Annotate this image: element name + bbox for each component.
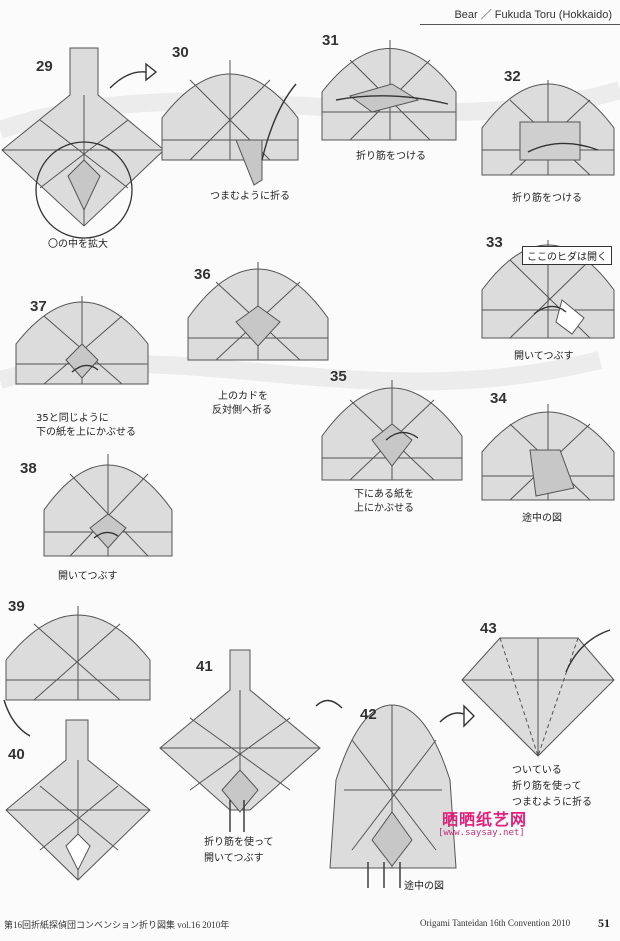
footer-right: Origami Tanteidan 16th Convention 2010 — [420, 918, 571, 928]
diagram-35 — [321, 380, 463, 481]
footer-left: 第16回折紙探偵団コンベンション折り図集 vol.16 2010年 — [4, 920, 230, 930]
step-41-caption-1: 折り筋を使って — [204, 837, 274, 848]
step-32-caption: 折り筋をつける — [512, 193, 582, 204]
step-43-caption-3: つまむように折る — [512, 797, 592, 808]
watermark-url: [www.saysay.net] — [438, 828, 525, 838]
watermark-title: 晒晒纸艺网 — [442, 810, 528, 829]
step-33-note: ここのヒダは開く — [522, 246, 612, 265]
page-number: 51 — [598, 916, 610, 930]
step-39-number: 39 — [8, 598, 25, 615]
step-35-caption-1: 下にある紙を — [354, 489, 414, 500]
step-43-caption-1: ついている — [512, 765, 562, 776]
diagram-39 — [5, 606, 151, 701]
step-38-number: 38 — [20, 460, 37, 477]
diagram-38 — [43, 454, 173, 557]
diagram-42 — [329, 704, 457, 869]
diagram-32 — [481, 80, 615, 176]
step-40-number: 40 — [8, 746, 25, 763]
step-31-number: 31 — [322, 32, 339, 49]
step-37-caption-2: 下の紙を上にかぶせる — [36, 427, 136, 438]
diagram-43 — [461, 637, 615, 757]
step-29-number: 29 — [36, 58, 53, 75]
step-34-caption: 途中の図 — [522, 513, 562, 524]
diagram-41 — [159, 649, 321, 813]
step-43-number: 43 — [480, 620, 497, 637]
step-31-caption: 折り筋をつける — [356, 151, 426, 162]
step-38-caption: 開いてつぶす — [58, 571, 118, 582]
step-34-number: 34 — [490, 390, 507, 407]
diagram-30 — [161, 60, 299, 186]
diagram-29 — [1, 47, 165, 239]
step-36-number: 36 — [194, 266, 211, 283]
step-35-caption-2: 上にかぶせる — [354, 503, 414, 514]
step-41-number: 41 — [196, 658, 213, 675]
diagram-31 — [321, 40, 457, 141]
diagram-36 — [187, 262, 329, 361]
step-36-caption-1: 上のカドを — [218, 391, 268, 402]
diagram-34 — [481, 404, 615, 501]
diagram-33 — [481, 240, 615, 339]
step-42-caption: 途中の図 — [404, 881, 444, 892]
step-33-number: 33 — [486, 234, 503, 251]
step-30-caption: つまむように折る — [210, 191, 290, 202]
step-32-number: 32 — [504, 68, 521, 85]
diagram-40 — [5, 719, 151, 881]
page-header: Bear ／ Fukuda Toru (Hokkaido) — [454, 9, 612, 21]
step-42-number: 42 — [360, 706, 377, 723]
step-29-caption: 〇の中を拡大 — [48, 239, 108, 250]
step-43-caption-2: 折り筋を使って — [512, 781, 582, 792]
step-35-number: 35 — [330, 368, 347, 385]
curved-arrow-icon — [261, 83, 297, 161]
arrow-icon — [109, 71, 147, 89]
step-37-number: 37 — [30, 298, 47, 315]
diagram-37 — [15, 296, 149, 385]
step-36-caption-2: 反対側へ折る — [212, 405, 272, 416]
step-33-caption: 開いてつぶす — [514, 351, 574, 362]
step-30-number: 30 — [172, 44, 189, 61]
step-37-caption-1: 35と同じように — [36, 413, 109, 424]
header-rule — [420, 24, 620, 25]
step-41-caption-2: 開いてつぶす — [204, 853, 264, 864]
